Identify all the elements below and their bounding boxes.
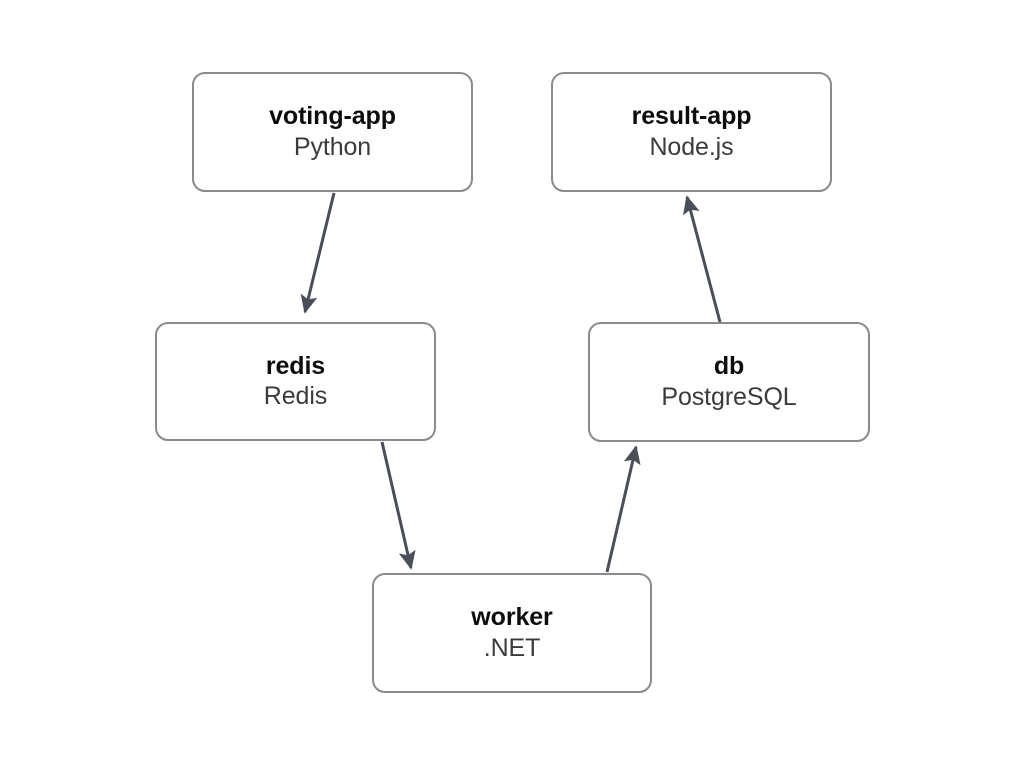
edge-redis-to-worker (380, 441, 416, 570)
node-subtitle: .NET (483, 633, 541, 662)
node-title: result-app (631, 102, 752, 130)
node-title: worker (471, 603, 553, 631)
node-title: db (713, 352, 745, 380)
edge-worker-to-db (605, 445, 641, 573)
edge-db-to-result-app (683, 195, 722, 323)
node-subtitle: Redis (263, 382, 328, 410)
node-subtitle: Python (293, 132, 372, 161)
node-title: redis (265, 351, 326, 380)
node-subtitle: PostgreSQL (661, 382, 797, 411)
edge-voting-app-to-redis (300, 192, 336, 314)
node-title: voting-app (269, 102, 396, 130)
node-worker[interactable]: worker.NET (372, 573, 652, 693)
node-subtitle: Node.js (649, 132, 734, 161)
